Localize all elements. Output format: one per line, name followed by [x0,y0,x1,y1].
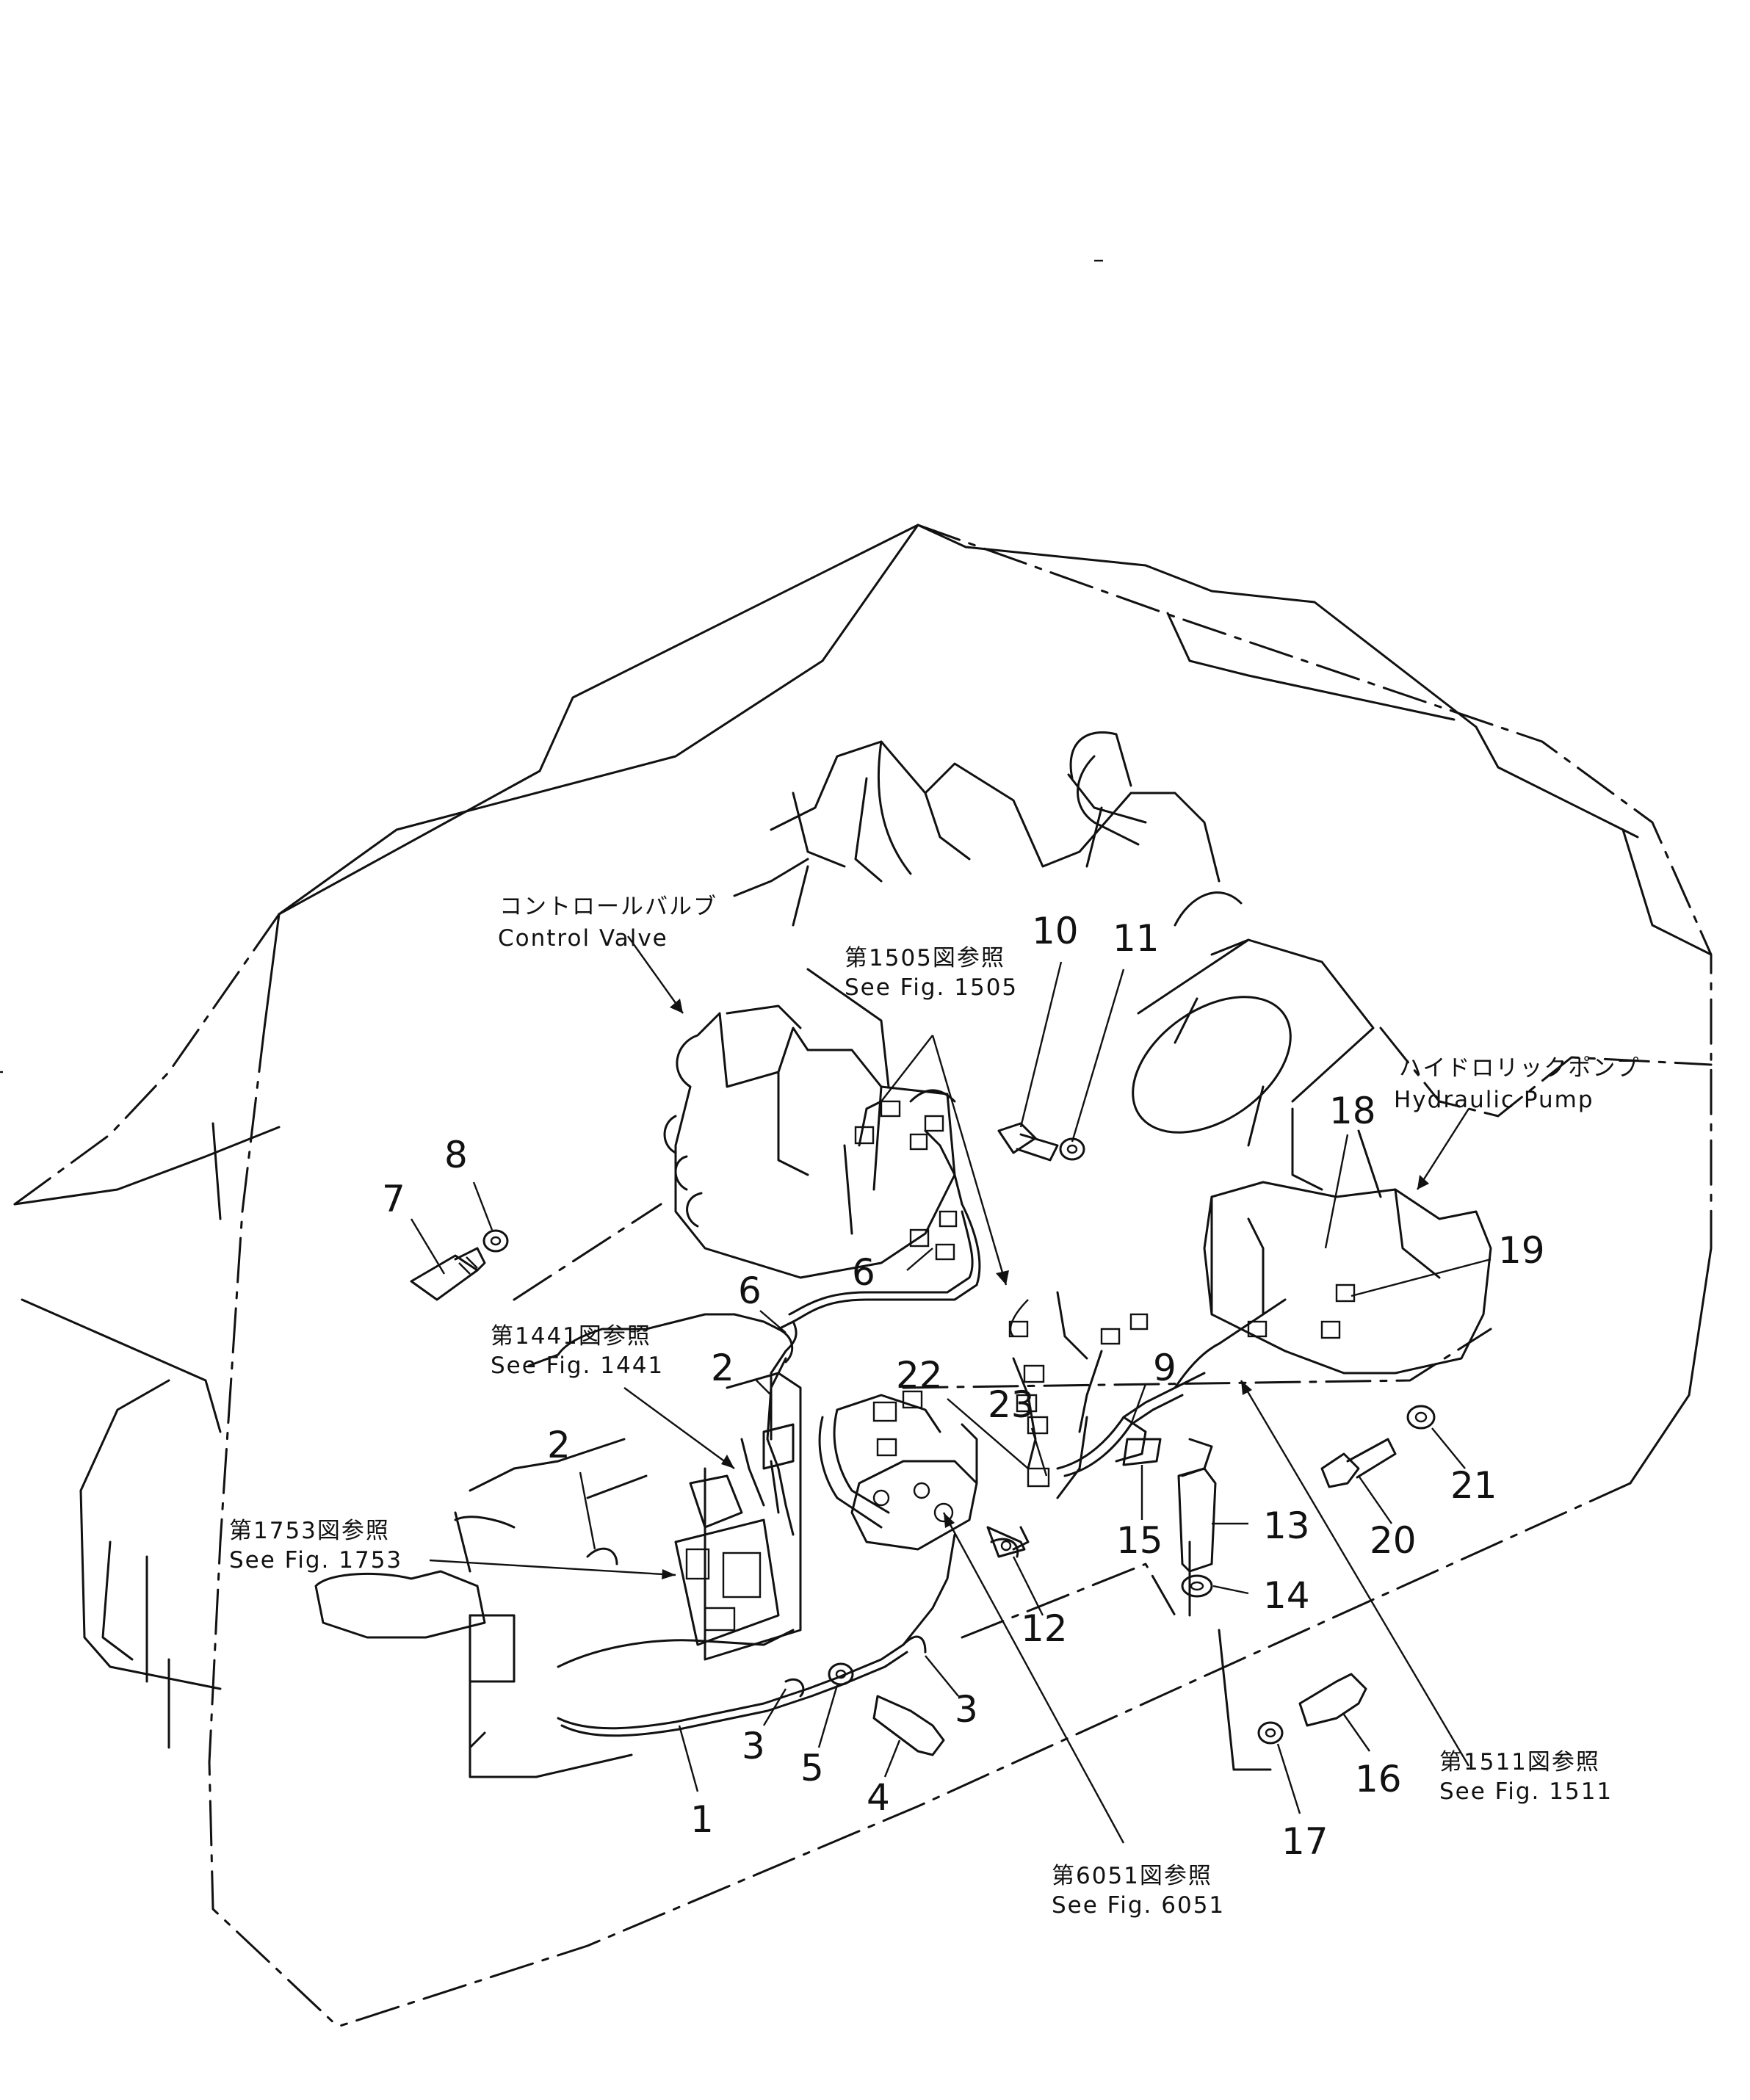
callout-10: 10 [1032,910,1079,952]
control-valve-body [663,968,956,1279]
bolt-4 [872,1695,945,1756]
bracket-15 [1122,1438,1162,1466]
wiring-harness [527,1089,1287,1737]
ref-fig1441-en: See Fig. 1441 [491,1353,664,1379]
callout-2-left: 2 [547,1424,571,1466]
callout-1: 1 [690,1798,714,1841]
callout-20: 20 [1370,1519,1417,1562]
ref-fig6051-jp: 第6051図参照 [1052,1863,1212,1889]
callout-12: 12 [1021,1607,1068,1650]
ref-fig1511-en: See Fig. 1511 [1439,1778,1613,1805]
bolt-16 [1298,1673,1367,1727]
harness-connectors [854,1100,1356,1488]
hydraulic-pump-body [1203,1085,1492,1375]
hydraulic-pump-label-jp: ハイドロリックポンプ [1399,1055,1640,1082]
callout-numbers: 1 2 2 3 3 4 5 6 6 7 8 9 10 11 12 13 14 1… [382,910,1545,1863]
callout-11: 11 [1113,917,1160,960]
callout-6-left: 6 [738,1270,762,1312]
ref-fig6051-en: See Fig. 6051 [1052,1892,1225,1919]
ref-fig1753-en: See Fig. 1753 [229,1547,402,1574]
ref-fig1505-en: See Fig. 1505 [845,974,1018,1001]
callout-22: 22 [896,1354,943,1397]
washer-14 [1181,1574,1213,1598]
machine-frame-outline [13,524,1713,2028]
ref-fig1441-jp: 第1441図参照 [491,1323,651,1350]
ref-fig1753-jp: 第1753図参照 [229,1518,390,1544]
callout-5: 5 [800,1747,824,1789]
washer-21 [1406,1405,1436,1430]
ref-fig1511: 第1511図参照 See Fig. 1511 [1439,1749,1613,1805]
bolt-10 [997,1122,1059,1162]
ref-fig1505-jp: 第1505図参照 [845,945,1005,971]
valve-block [850,1390,978,1551]
ref-fig1753: 第1753図参照 See Fig. 1753 [229,1518,402,1574]
engine-assembly [733,731,1375,1134]
washer-17 [1257,1721,1284,1745]
callout-15: 15 [1116,1519,1163,1562]
left-machinery [314,1438,648,1683]
callout-4: 4 [867,1776,890,1819]
ref-fig1441: 第1441図参照 See Fig. 1441 [491,1323,664,1379]
control-valve-label-en: Control Valve [498,925,668,952]
callout-13: 13 [1263,1505,1310,1547]
washer-8 [482,1229,509,1253]
hydraulic-pump-label-en: Hydraulic Pump [1394,1087,1594,1113]
callout-3-right: 3 [955,1688,978,1731]
callout-8: 8 [444,1134,468,1176]
callout-14: 14 [1263,1574,1310,1617]
bolt-7 [410,1247,486,1301]
ref-fig1511-jp: 第1511図参照 [1439,1749,1600,1775]
washer-5 [828,1662,854,1686]
callout-21: 21 [1450,1464,1497,1507]
washer-11 [1059,1137,1085,1161]
fuse-box-assembly [674,1372,802,1661]
callout-18: 18 [1329,1090,1376,1132]
control-valve-label-jp: コントロールバルブ [499,894,717,920]
callout-17: 17 [1281,1820,1328,1863]
callout-2-top: 2 [711,1347,734,1389]
callout-6-right: 6 [852,1251,875,1294]
label-control-valve: コントロールバルブ Control Valve [498,894,717,952]
callout-7: 7 [382,1178,405,1220]
bolt-20 [1320,1438,1397,1488]
callout-3-left: 3 [742,1725,765,1767]
ref-fig6051: 第6051図参照 See Fig. 6051 [1052,1863,1225,1919]
callout-16: 16 [1355,1758,1402,1800]
leader-lines [410,935,1492,1844]
callout-19: 19 [1498,1229,1545,1272]
label-hydraulic-pump: ハイドロリックポンプ Hydraulic Pump [1394,1055,1640,1113]
bracket-12 [986,1526,1026,1558]
callout-23: 23 [988,1383,1035,1426]
ref-fig1505: 第1505図参照 See Fig. 1505 [845,945,1018,1001]
bolt-13 [1177,1467,1217,1573]
callout-9: 9 [1153,1347,1176,1389]
clamps [586,1328,1213,1698]
